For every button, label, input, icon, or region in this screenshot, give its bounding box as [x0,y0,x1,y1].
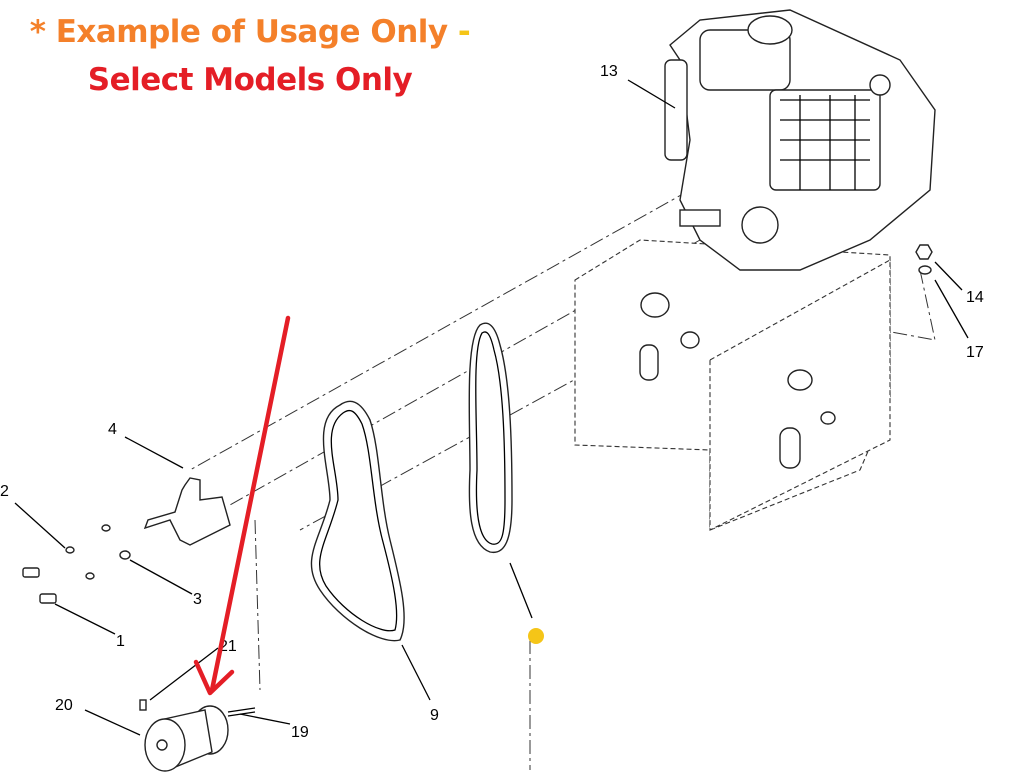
key-21 [139,699,147,711]
callout-17: 17 [966,344,984,361]
pulley-20 [144,705,229,772]
usage-disclaimer-banner: * Example of Usage Only - Select Models … [0,8,500,104]
callout-2: 2 [0,483,9,500]
highlight-marker [528,628,544,644]
hardware [22,524,131,604]
callout-19: 19 [291,724,309,741]
callout-14: 14 [966,289,984,306]
leader-lines [14,79,969,736]
callout-9: 9 [430,707,439,724]
pointer-arrow [193,315,291,696]
belt-unlabeled [468,322,513,554]
callout-4: 4 [108,421,117,438]
callout-3: 3 [193,591,202,608]
callout-13: 13 [600,63,618,80]
callout-20: 20 [55,697,73,714]
nut-14 [915,244,933,260]
washer-17 [918,265,932,275]
frame-plates [574,239,891,531]
belt-9 [310,400,405,642]
separator-dash: - [457,14,471,50]
engine-13 [664,9,936,271]
usage-note-text: * Example of Usage Only [29,14,448,50]
belt-guide-4 [143,477,231,546]
callout-1: 1 [116,633,125,650]
select-models-text: Select Models Only [87,62,413,98]
